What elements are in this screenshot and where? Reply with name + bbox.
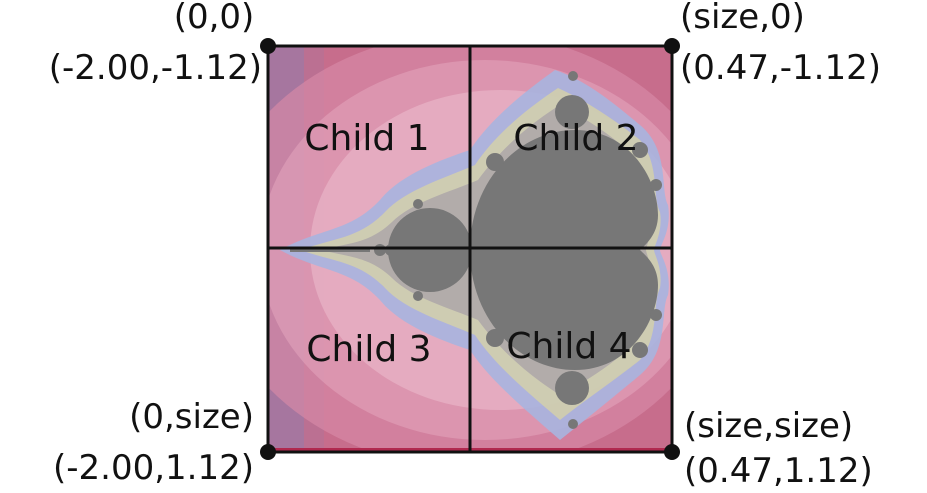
mandelbrot-set-interior (290, 71, 662, 429)
child-labels: Child 1 Child 2 Child 3 Child 4 (304, 118, 638, 370)
top-left-pixel-label: (0,0) (174, 0, 255, 37)
child-3-label: Child 3 (306, 329, 431, 370)
corner-dot-bottom-left (260, 444, 276, 460)
bottom-right-complex-label: (0.47,1.12) (684, 451, 873, 491)
corner-dot-top-right (664, 38, 680, 54)
top-right-pixel-label: (size,0) (680, 0, 805, 37)
child-1-label: Child 1 (304, 118, 429, 159)
bottom-right-pixel-label: (size,size) (684, 406, 853, 446)
child-4-label: Child 4 (506, 326, 631, 367)
corner-dot-top-left (260, 38, 276, 54)
corner-dots (260, 38, 680, 460)
child-2-label: Child 2 (513, 118, 638, 159)
bottom-left-pixel-label: (0,size) (129, 397, 254, 437)
top-right-complex-label: (0.47,-1.12) (680, 48, 881, 88)
corner-dot-bottom-right (664, 444, 680, 460)
bottom-left-complex-label: (-2.00,1.12) (53, 448, 254, 488)
top-left-complex-label: (-2.00,-1.12) (49, 48, 262, 88)
quadtree-grid (266, 44, 674, 454)
mandelbrot-image (268, 46, 672, 452)
corner-labels: (0,0) (-2.00,-1.12) (size,0) (0.47,-1.12… (49, 0, 881, 491)
